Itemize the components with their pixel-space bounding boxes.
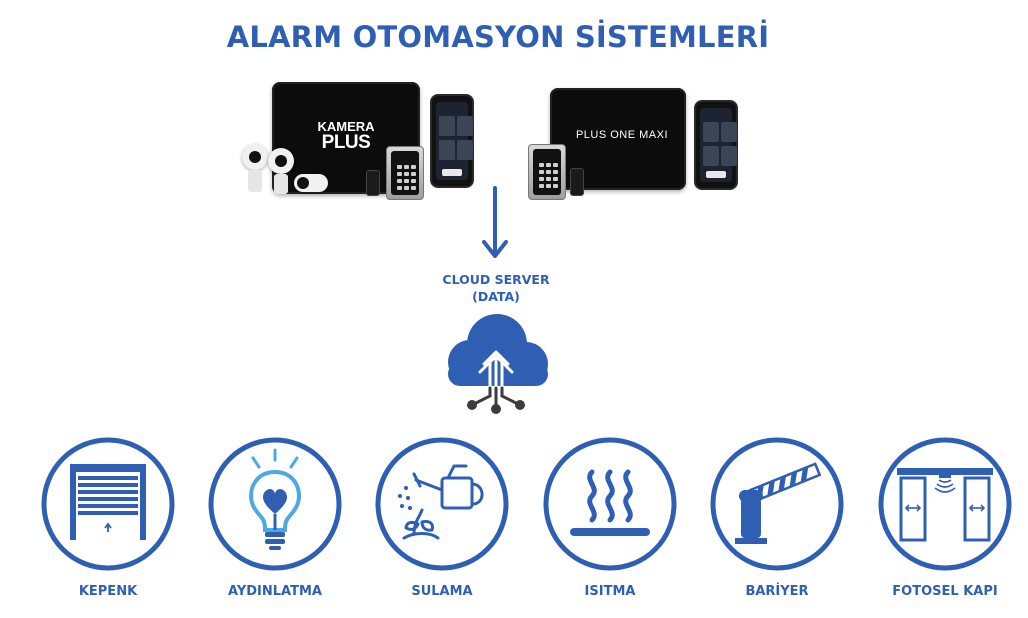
module-aydinlatma: AYDINLATMA	[205, 436, 345, 599]
keypad	[386, 146, 424, 200]
module-fotosel-kapi: FOTOSEL KAPI	[875, 436, 1015, 599]
heating-icon	[543, 437, 677, 571]
keypad	[528, 144, 566, 200]
down-arrow-icon	[482, 186, 508, 258]
camera-icon	[268, 148, 294, 174]
cloud-server-label: CLOUD SERVER (DATA)	[442, 272, 550, 304]
cloud-upload-icon	[448, 314, 548, 414]
sliding-door-icon	[878, 437, 1012, 571]
product-kamera-plus: KAMERA PLUS	[238, 80, 478, 200]
module-isitma: ISITMA	[540, 436, 680, 599]
barrier-icon	[710, 437, 844, 571]
module-label: BARİYER	[745, 584, 809, 599]
camera-icon	[242, 144, 268, 170]
product-plus-one-maxi: PLUS ONE MAXI	[526, 86, 740, 202]
page-title: ALARM OTOMASYON SİSTEMLERİ	[226, 20, 770, 54]
module-label: KEPENK	[78, 584, 138, 599]
module-label: FOTOSEL KAPI	[892, 584, 998, 599]
panel-logo: KAMERA PLUS	[317, 119, 375, 153]
module-label: ISITMA	[584, 584, 636, 599]
door-sensor	[570, 168, 584, 196]
shutter-icon	[41, 437, 175, 571]
panel-logo: PLUS ONE MAXI	[575, 129, 669, 141]
module-bariyer: BARİYER	[707, 436, 847, 599]
module-label: SULAMA	[411, 584, 473, 599]
module-label: AYDINLATMA	[228, 584, 322, 599]
camera-icon	[294, 174, 328, 192]
lightbulb-icon	[208, 437, 342, 571]
smartphone-app	[694, 100, 738, 190]
watering-can-icon	[375, 437, 509, 571]
smartphone-app	[430, 94, 474, 188]
module-sulama: SULAMA	[372, 436, 512, 599]
door-sensor	[366, 170, 380, 196]
module-kepenk: KEPENK	[38, 436, 178, 599]
